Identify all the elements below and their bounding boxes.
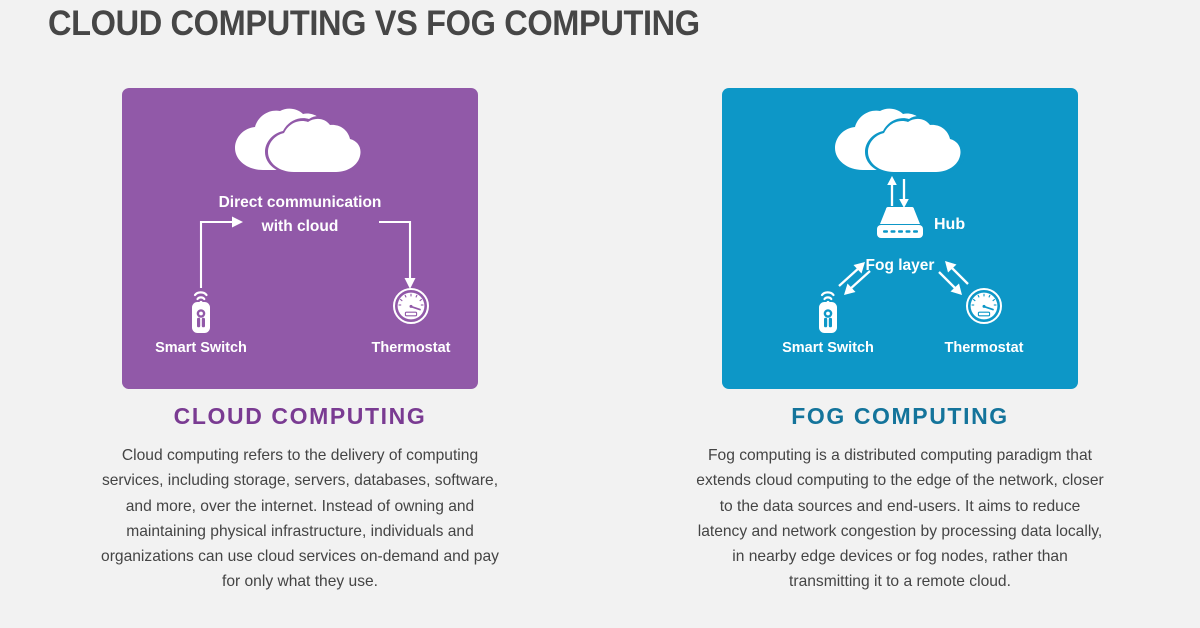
- cloud-icon: [833, 108, 967, 174]
- fog-diagram-panel: Hub Fog layer Smart Switch: [722, 88, 1078, 389]
- thermostat-label: Thermostat: [944, 340, 1024, 356]
- cloud-center-caption: Direct communication with cloud: [218, 194, 382, 235]
- fog-arrow-layer: [838, 176, 969, 295]
- comparison-columns: Direct communication with cloud: [0, 88, 1200, 595]
- smart-switch-label: Smart Switch: [155, 340, 247, 356]
- arrow-hub-thermostat-bidirectional: [938, 261, 969, 295]
- body-cloud-computing: Cloud computing refers to the delivery o…: [101, 447, 499, 591]
- page-title: CLOUD COMPUTING VS FOG COMPUTING: [48, 4, 700, 43]
- body-fog-computing: Fog computing is a distributed computing…: [696, 447, 1104, 591]
- cloud-icon: [233, 108, 367, 174]
- cloud-diagram-panel: Direct communication with cloud: [122, 88, 478, 389]
- smart-switch-icon: [184, 284, 218, 334]
- fog-layer-caption: Fog layer: [865, 257, 935, 274]
- heading-fog-computing: FOG COMPUTING: [791, 403, 1009, 429]
- hub-icon: [874, 207, 926, 241]
- hub-label: Hub: [934, 216, 966, 233]
- cloud-arrow-layer: [199, 216, 416, 289]
- arrow-cloud-to-thermostat: [379, 220, 412, 278]
- column-fog-computing: Hub Fog layer Smart Switch: [600, 88, 1200, 595]
- arrow-cloud-hub-bidirectional: [887, 176, 909, 208]
- heading-cloud-computing: CLOUD COMPUTING: [173, 403, 427, 429]
- thermostat-icon: [392, 287, 430, 325]
- thermostat-icon: [965, 287, 1003, 325]
- arrow-switch-to-cloud: [199, 220, 232, 288]
- thermostat-label: Thermostat: [371, 340, 451, 356]
- arrowhead-right: [232, 216, 243, 228]
- smart-switch-label: Smart Switch: [782, 340, 874, 356]
- arrowhead-down: [404, 278, 416, 289]
- arrow-hub-switch-bidirectional: [838, 262, 871, 295]
- column-cloud-computing: Direct communication with cloud: [0, 88, 600, 595]
- smart-switch-icon: [811, 284, 845, 334]
